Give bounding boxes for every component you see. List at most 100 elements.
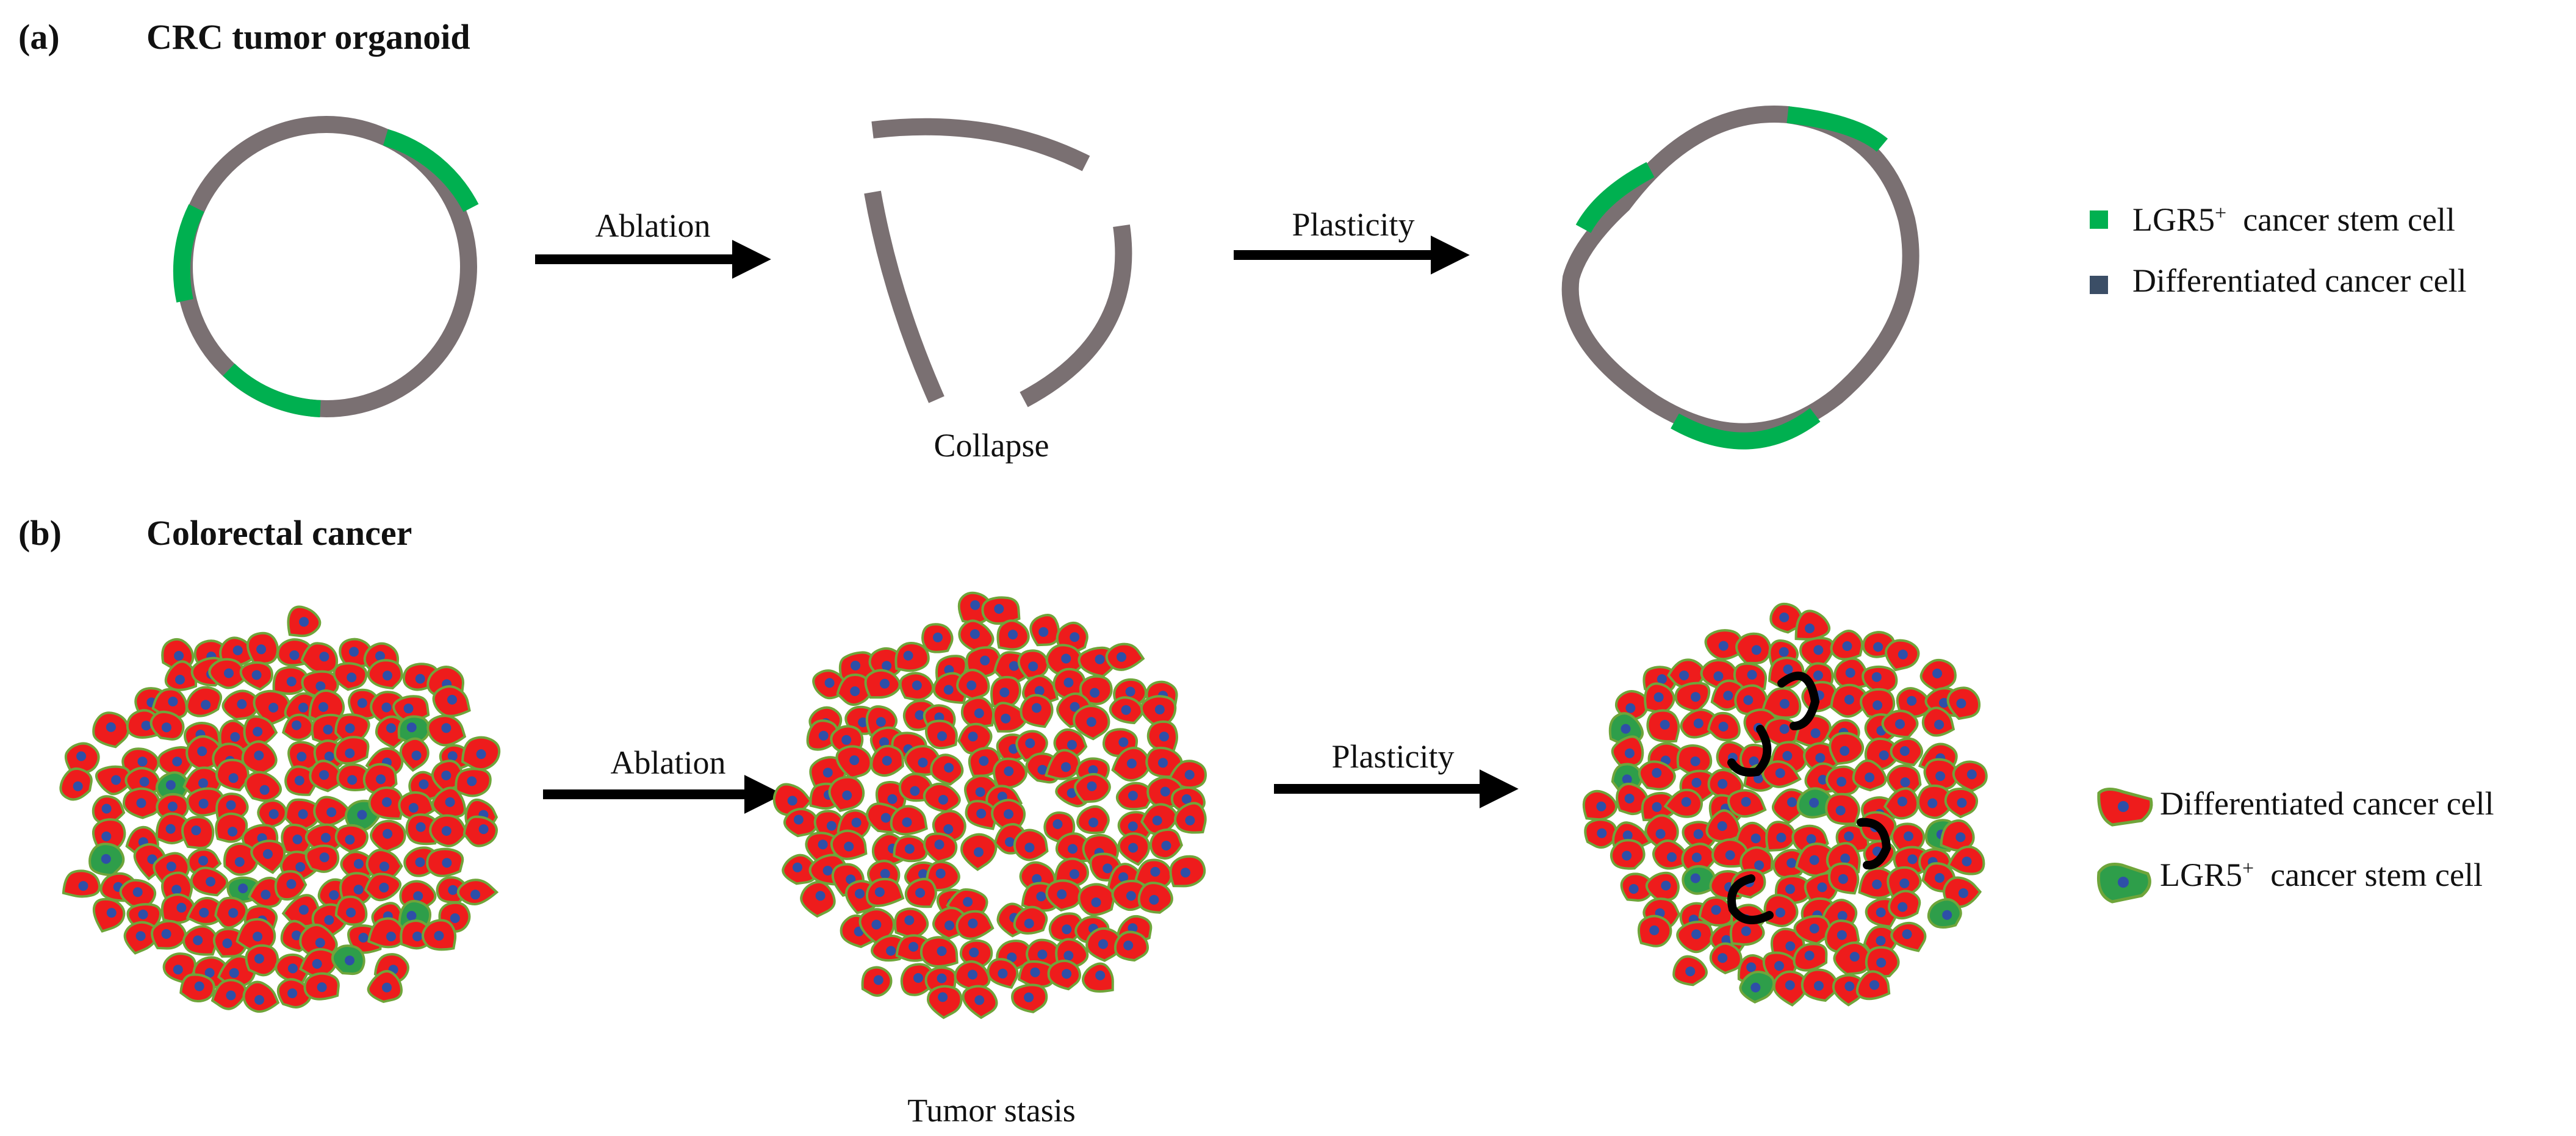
tumor-initial-nucleus (251, 670, 262, 680)
tumor-initial-nucleus (447, 751, 458, 761)
tumor-regenerated-nucleus (1711, 905, 1721, 915)
tumor-regenerated-nucleus (1785, 884, 1795, 894)
tumor-stasis-nucleus (1061, 762, 1071, 772)
tumor-initial-nucleus (294, 775, 304, 786)
tumor-stasis-nucleus (1086, 717, 1096, 727)
tumor-stasis-nucleus (1024, 918, 1034, 929)
tumor-stasis-nucleus (818, 730, 829, 741)
tumor-initial-nucleus (379, 861, 389, 872)
tumor-initial-nucleus (358, 932, 369, 943)
tumor-stasis-nucleus (880, 813, 891, 823)
tumor-initial-nucleus (441, 723, 452, 733)
tumor-stasis-nucleus (1005, 837, 1015, 847)
tumor-stasis-nucleus (935, 868, 946, 879)
tumor-initial-nucleus (312, 958, 322, 969)
tumor-stasis-nucleus (851, 660, 860, 670)
legend-diff-cell-label: Differentiated cancer cell (2132, 262, 2467, 299)
tumor-stasis-nucleus (1098, 939, 1108, 949)
tumor-stasis-nucleus (1032, 874, 1042, 884)
tumor-initial-nucleus (138, 909, 148, 919)
tumor-initial-nucleus (173, 965, 183, 975)
organoid-regenerated-stem-segment-1 (1786, 106, 1888, 152)
tumor-stasis-cell (865, 877, 905, 907)
tumor-regenerated-nucleus (1779, 699, 1790, 709)
tumor-regenerated-nucleus (1927, 798, 1938, 808)
tumor-initial-nucleus (73, 781, 83, 791)
tumor-initial-nucleus (228, 827, 238, 837)
organoid-collapsed (864, 118, 1132, 408)
tumor-regenerated-nucleus (1844, 831, 1854, 841)
regeneration-curve-arrow-3 (1857, 818, 1891, 870)
tumor-regenerated-nucleus (1879, 750, 1889, 760)
tumor-stasis-nucleus (1185, 815, 1195, 825)
tumor-regenerated-nucleus (1713, 671, 1724, 681)
tumor-initial-nucleus (78, 881, 88, 891)
tumor-initial-nucleus (165, 824, 176, 834)
tumor-initial-nucleus (434, 930, 444, 941)
legend-b-stem-cell-icon (2096, 863, 2151, 904)
tumor-regenerated-nucleus (1779, 724, 1790, 734)
tumor-initial-nucleus (357, 698, 367, 708)
tumor-stasis-nucleus (1057, 889, 1067, 899)
panel-a-arrow-ablation-label: Ablation (595, 207, 711, 244)
tumor-stasis-nucleus (1180, 868, 1190, 878)
tumor-stasis-nucleus (1118, 737, 1129, 747)
tumor-regenerated-nucleus (1655, 829, 1666, 839)
panel-b-arrow-plasticity-label: Plasticity (1332, 738, 1455, 775)
tumor-stasis-nucleus (968, 969, 977, 980)
tumor-regenerated-nucleus (1932, 668, 1943, 678)
tumor-regenerated-nucleus (1898, 649, 1908, 660)
tumor-stasis-nucleus (999, 687, 1010, 697)
tumor-initial-nucleus (319, 770, 329, 780)
tumor-stasis-nucleus (980, 655, 990, 666)
tumor-initial-nucleus (254, 954, 264, 964)
tumor-initial-nucleus (450, 913, 460, 923)
tumor-regenerated-nucleus (1685, 966, 1696, 977)
tumor-stasis-nucleus (1090, 688, 1100, 698)
tumor-regenerated-nucleus (1844, 981, 1855, 991)
tumor-initial-nucleus (161, 929, 171, 939)
tumor-stasis-nucleus (1028, 661, 1038, 672)
tumor-initial-nucleus (111, 775, 121, 785)
tumor-initial-nucleus (298, 702, 308, 713)
tumor-regenerated-nucleus (1750, 982, 1761, 993)
tumor-stasis-nucleus (1184, 769, 1195, 780)
tumor-regenerated-nucleus (1844, 694, 1854, 705)
legend-b-diff-cell-icon (2097, 788, 2153, 827)
tumor-stasis-nucleus (1067, 788, 1077, 798)
organoid-collapsed-fragment-right (1020, 224, 1132, 408)
tumor-stasis-nucleus (1063, 677, 1074, 688)
panel-a-label: (a) (18, 17, 60, 57)
tumor-initial-nucleus (226, 800, 236, 810)
legend-b-diff-cell-label: Differentiated cancer cell (2160, 785, 2494, 822)
tumor-initial-nucleus (441, 771, 452, 780)
tumor-initial-nucleus (254, 994, 264, 1005)
tumor-initial-nucleus (345, 723, 355, 733)
tumor-regenerated-nucleus (1653, 692, 1664, 702)
tumor-initial-nucleus (353, 859, 364, 869)
tumor-regenerated-nucleus (1845, 667, 1855, 678)
tumor-initial-nucleus (139, 777, 149, 787)
tumor-stasis-nucleus (1154, 705, 1165, 714)
tumor-initial-nucleus (386, 932, 396, 941)
tumor-stasis-nucleus (994, 604, 1004, 614)
tumor-initial-nucleus (413, 891, 423, 901)
tumor-initial-nucleus (445, 797, 455, 807)
tumor-regenerated-nucleus (1783, 664, 1793, 675)
tumor-regenerated-nucleus (1718, 641, 1729, 651)
tumor-regenerated-nucleus (1876, 935, 1886, 946)
tumor-initial-nucleus (201, 700, 211, 710)
tumor-stasis-nucleus (850, 686, 860, 696)
tumor-regenerated-nucleus (1693, 718, 1704, 728)
tumor-regenerated-nucleus (1813, 645, 1824, 655)
tumor-regenerated-nucleus (1873, 642, 1883, 652)
panel-b-label: (b) (18, 513, 62, 553)
tumor-regenerated-nucleus (1741, 926, 1751, 936)
tumor-stasis-nucleus (1128, 843, 1139, 853)
tumor-initial-nucleus (347, 672, 357, 683)
tumor-initial-nucleus (230, 732, 240, 742)
tumor-initial-nucleus (291, 930, 301, 941)
tumor-regenerated-nucleus (1751, 645, 1761, 655)
tumor-initial-nucleus (448, 885, 458, 895)
tumor-stasis-nucleus (1009, 661, 1019, 671)
